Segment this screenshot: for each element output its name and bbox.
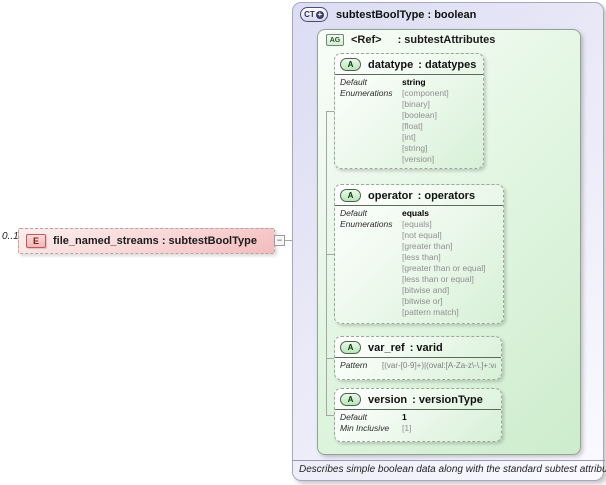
fact-label-min-inclusive: Min Inclusive bbox=[340, 423, 390, 433]
fact-value-min-inclusive: [1] bbox=[402, 423, 412, 433]
connector-stub bbox=[326, 254, 334, 255]
connector-stub bbox=[326, 358, 334, 359]
attribute-icon: A bbox=[340, 341, 361, 354]
collapse-icon[interactable]: − bbox=[274, 235, 285, 246]
group-ref-label: <Ref> bbox=[351, 34, 382, 46]
attribute-header: A version : versionType bbox=[340, 392, 496, 407]
divider bbox=[335, 409, 501, 410]
attribute-icon: A bbox=[340, 189, 361, 202]
panel-title: subtestBoolType : boolean bbox=[336, 8, 477, 21]
fact-value-default: string bbox=[402, 77, 426, 87]
attribute-name: version bbox=[368, 393, 408, 406]
attribute-name: var_ref bbox=[368, 341, 405, 354]
attribute-type: : versionType bbox=[412, 393, 483, 406]
enum-value: [bitwise or] bbox=[402, 296, 443, 306]
element-label: file_named_streams : subtestBoolType bbox=[53, 235, 257, 247]
attribute-icon: A bbox=[340, 58, 361, 71]
element-box-file-named-streams[interactable]: E file_named_streams : subtestBoolType bbox=[18, 228, 275, 254]
attribute-group-box[interactable]: AG <Ref> : subtestAttributes A datatype … bbox=[317, 29, 581, 455]
divider bbox=[335, 357, 501, 358]
annotation-text: Describes simple boolean data along with… bbox=[299, 464, 606, 475]
complex-type-icon[interactable]: CT + bbox=[300, 7, 328, 22]
enum-value: [not equal] bbox=[402, 230, 442, 240]
element-icon: E bbox=[26, 234, 46, 248]
attribute-header: A datatype : datatypes bbox=[340, 57, 478, 72]
facts-table: Default equals Enumerations [equals] [no… bbox=[340, 208, 498, 318]
attribute-box-version[interactable]: A version : versionType Default 1 Min In… bbox=[334, 388, 502, 442]
fact-label-enumerations: Enumerations bbox=[340, 219, 393, 229]
fact-label-default: Default bbox=[340, 208, 367, 218]
attribute-group-header: AG <Ref> : subtestAttributes bbox=[326, 34, 495, 46]
attribute-icon: A bbox=[340, 393, 361, 406]
enum-value: [component] bbox=[402, 88, 449, 98]
enum-value: [boolean] bbox=[402, 110, 437, 120]
enum-value: [int] bbox=[402, 132, 416, 142]
enum-value: [string] bbox=[402, 143, 428, 153]
attribute-type: : operators bbox=[417, 189, 476, 202]
divider bbox=[335, 74, 483, 75]
attribute-box-var-ref[interactable]: A var_ref : varid Pattern [(var-[0-9]+)|… bbox=[334, 336, 502, 380]
enum-value: [greater than or equal] bbox=[402, 263, 486, 273]
enum-value: [greater than] bbox=[402, 241, 453, 251]
fact-value-default: 1 bbox=[402, 412, 407, 422]
enumeration-list: [equals] [not equal] [greater than] [les… bbox=[402, 219, 498, 318]
fact-label-default: Default bbox=[340, 77, 367, 87]
enum-value: [float] bbox=[402, 121, 423, 131]
attribute-type: : datatypes bbox=[418, 58, 477, 71]
connector-spine bbox=[326, 111, 327, 416]
enumeration-list: [component] [binary] [boolean] [float] [… bbox=[402, 88, 478, 165]
enum-value: [bitwise and] bbox=[402, 285, 450, 295]
attribute-header: A operator : operators bbox=[340, 188, 498, 203]
complex-type-icon-label: CT bbox=[304, 10, 315, 19]
facts-table: Default 1 Min Inclusive [1] bbox=[340, 412, 496, 434]
complex-type-panel: CT + subtestBoolType : boolean AG <Ref> … bbox=[292, 2, 606, 481]
attribute-group-icon: AG bbox=[326, 34, 344, 46]
fact-label-default: Default bbox=[340, 412, 367, 422]
fact-label-enumerations: Enumerations bbox=[340, 88, 393, 98]
connector-stub bbox=[326, 415, 334, 416]
attribute-name: operator bbox=[368, 189, 413, 202]
enum-value: [equals] bbox=[402, 219, 432, 229]
annotation-divider bbox=[293, 460, 605, 461]
enum-value: [binary] bbox=[402, 99, 430, 109]
cardinality-label: 0..1 bbox=[2, 231, 19, 242]
expand-plus-icon[interactable]: + bbox=[315, 9, 324, 19]
enum-value: [version] bbox=[402, 154, 435, 164]
facts-table: Pattern [(var-[0-9]+)|(oval:[A-Za-z\-\.]… bbox=[340, 360, 496, 371]
complex-type-header: CT + subtestBoolType : boolean bbox=[300, 7, 476, 22]
divider bbox=[335, 205, 503, 206]
connector-stub bbox=[326, 111, 334, 112]
attribute-box-operator[interactable]: A operator : operators Default equals En… bbox=[334, 184, 504, 324]
fact-label-pattern: Pattern bbox=[340, 360, 368, 370]
enum-value: [less than or equal] bbox=[402, 274, 474, 284]
attribute-name: datatype bbox=[368, 58, 414, 71]
enum-value: [less than] bbox=[402, 252, 441, 262]
attribute-type: : varid bbox=[409, 341, 443, 354]
enum-value: [pattern match] bbox=[402, 307, 459, 317]
attribute-header: A var_ref : varid bbox=[340, 340, 496, 355]
attribute-box-datatype[interactable]: A datatype : datatypes Default string En… bbox=[334, 53, 484, 169]
facts-table: Default string Enumerations [component] … bbox=[340, 77, 478, 165]
fact-value-default: equals bbox=[402, 208, 429, 218]
group-type-label: : subtestAttributes bbox=[397, 34, 496, 46]
fact-value-pattern: [(var-[0-9]+)|(oval:[A-Za-z\-\.]+:var:[1… bbox=[382, 361, 496, 370]
